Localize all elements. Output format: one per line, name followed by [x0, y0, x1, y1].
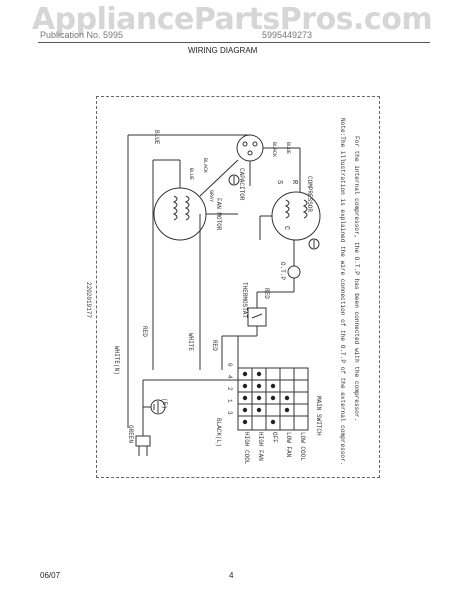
thermostat-label: THERMOSTAT [241, 282, 248, 319]
capacitor-label: CAPACITOR [238, 168, 245, 201]
compressor-terminal-s: S [275, 180, 283, 185]
fan-motor-icon [153, 187, 207, 241]
main-switch-label: MAIN SWITCH [315, 396, 322, 436]
compressor-terminal-r: R [290, 180, 298, 185]
watermark-logo: AppliancePartsPros.com [31, 2, 433, 37]
switch-pos-low-cool: LOW COOL [299, 432, 306, 461]
header-model-number: 5995449273 [262, 30, 313, 40]
diagram-frame [96, 96, 380, 478]
main-switch-icon [237, 367, 309, 431]
switch-pos-off: OFF [271, 432, 278, 443]
motor-label-gray: GRAY [208, 190, 214, 203]
switch-col-3: 1 [226, 399, 233, 403]
wire-label-white: WHITE [187, 333, 194, 352]
switch-pos-high-cool: HIGH COOL [243, 432, 250, 465]
part-number-label: 2202019177 [85, 282, 92, 319]
otp-label: O.T.P [279, 262, 286, 281]
wire-label-red-1: RED [141, 326, 148, 337]
switch-col-1: 4 [226, 375, 233, 379]
diagram-title: WIRING DIAGRAM [188, 46, 258, 55]
header-publication: Publication No. 5995 [40, 30, 124, 40]
note-line-2: For the internal compressor, the O.T.P h… [353, 136, 360, 422]
wire-label-blue-top: BLUE [153, 130, 160, 145]
switch-col-2: 2 [226, 387, 233, 391]
switch-pos-low-fan: LOW FAN [285, 432, 292, 458]
wire-label-green-e: (E) [161, 398, 168, 409]
compressor-terminal-c: C [282, 226, 290, 231]
motor-label-blue: BLUE [188, 168, 194, 181]
cap-terminal-label-blue: BLUE [285, 142, 291, 155]
compressor-label: COMPRESSOR [306, 176, 313, 213]
otp-icon [287, 265, 301, 279]
switch-pos-high-fan: HIGH FAN [257, 432, 264, 461]
motor-label-black: BLACK [202, 158, 208, 174]
footer-page-number: 4 [229, 571, 234, 580]
wire-label-red-2: RED [211, 340, 218, 351]
wire-label-green: GREEN [127, 425, 134, 444]
cap-terminal-label-black: BLACK [271, 142, 277, 158]
motor-ground-icon [228, 174, 240, 186]
header-rule [38, 42, 430, 43]
fan-motor-label: FAN MOTOR [215, 198, 222, 231]
wire-label-black-l: BLACK(L) [215, 418, 222, 447]
switch-col-4: 3 [226, 411, 233, 415]
note-line-1: Note:The illustration is explained the w… [339, 118, 346, 466]
wire-label-white-n: WHITE(N) [113, 346, 120, 375]
compressor-ground-icon [308, 238, 320, 250]
power-plug-icon [135, 428, 151, 456]
capacitor-icon [236, 134, 264, 162]
footer-date: 06/07 [40, 571, 61, 580]
wire-label-red-3: RED [263, 288, 270, 299]
switch-col-0: 0 [226, 363, 233, 367]
thermostat-icon [247, 307, 267, 327]
